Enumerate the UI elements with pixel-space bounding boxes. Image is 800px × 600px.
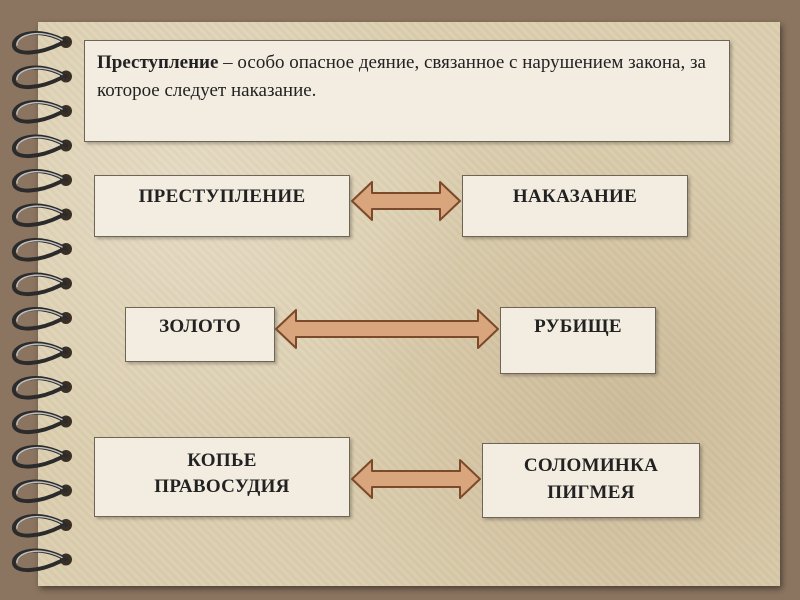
spiral-ring-icon: [14, 33, 72, 53]
spiral-ring-icon: [14, 551, 72, 571]
pair-1-left-label: ПРЕСТУПЛЕНИЕ: [139, 186, 306, 207]
spiral-ring-icon: [14, 309, 72, 329]
pair-2-right-label: РУБИЩЕ: [534, 316, 622, 337]
pair-3-left-box: КОПЬЕ ПРАВОСУДИЯ: [94, 437, 350, 517]
pair-1-left-box: ПРЕСТУПЛЕНИЕ: [94, 175, 350, 237]
pair-1-right-box: НАКАЗАНИЕ: [462, 175, 688, 237]
pair-1-right-label: НАКАЗАНИЕ: [513, 186, 637, 207]
double-arrow-icon: [350, 178, 462, 224]
spiral-binding: [0, 0, 80, 600]
spiral-ring-icon: [14, 275, 72, 295]
spiral-ring-icon: [14, 240, 72, 260]
spiral-ring-icon: [14, 378, 72, 398]
spiral-ring-icon: [14, 206, 72, 226]
spiral-ring-icon: [14, 137, 72, 157]
pair-3-right-box: СОЛОМИНКА ПИГМЕЯ: [482, 443, 700, 518]
definition-box: Преступление – особо опасное деяние, свя…: [84, 40, 730, 142]
spiral-ring-icon: [14, 482, 72, 502]
spiral-ring-icon: [14, 447, 72, 467]
pair-2-right-box: РУБИЩЕ: [500, 307, 656, 374]
pair-3-right-label: СОЛОМИНКА ПИГМЕЯ: [524, 455, 658, 503]
double-arrow-icon: [350, 456, 482, 502]
spiral-ring-icon: [14, 171, 72, 191]
spiral-ring-icon: [14, 516, 72, 536]
pair-3-left-label: КОПЬЕ ПРАВОСУДИЯ: [154, 450, 289, 497]
pair-2-left-label: ЗОЛОТО: [159, 316, 241, 337]
spiral-ring-icon: [14, 413, 72, 433]
spiral-ring-icon: [14, 102, 72, 122]
spiral-ring-icon: [14, 344, 72, 364]
double-arrow-icon: [274, 306, 500, 352]
pair-2-left-box: ЗОЛОТО: [125, 307, 275, 362]
definition-term: Преступление: [97, 52, 218, 73]
spiral-ring-icon: [14, 68, 72, 88]
